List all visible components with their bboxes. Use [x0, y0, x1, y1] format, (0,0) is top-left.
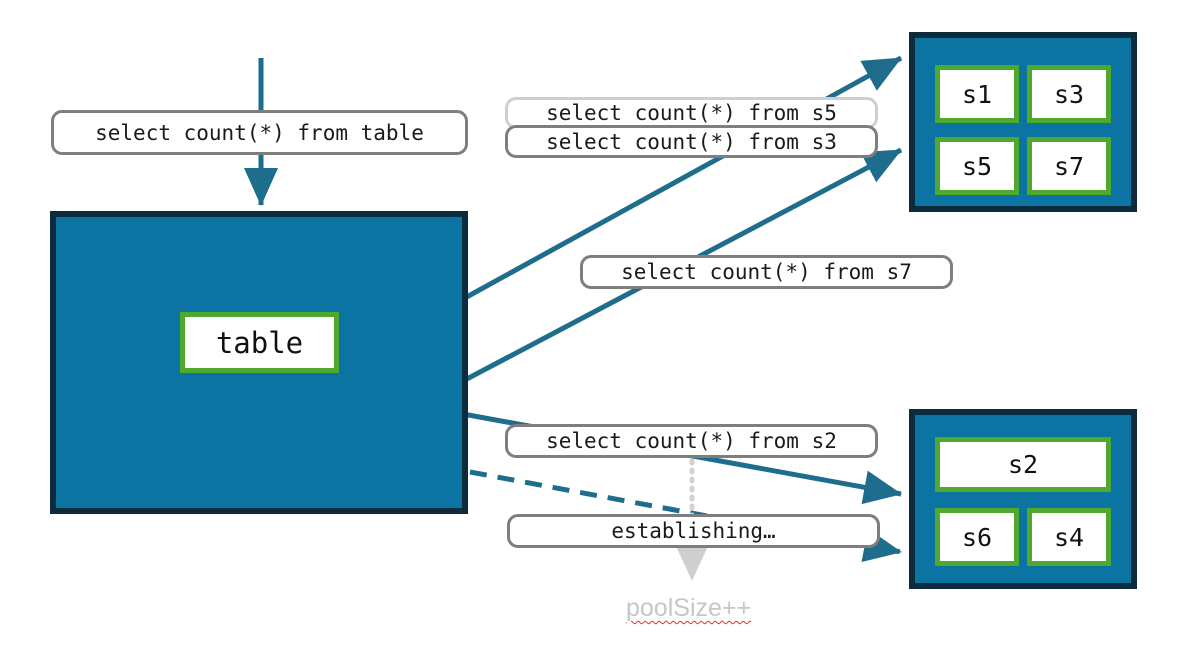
table-node[interactable]: table — [180, 312, 339, 373]
label-query-s3[interactable]: select count(*) from s3 — [505, 125, 878, 158]
shard-s4[interactable]: s4 — [1027, 508, 1111, 566]
shard-s3[interactable]: s3 — [1027, 65, 1111, 123]
label-query-s7[interactable]: select count(*) from s7 — [580, 255, 953, 289]
label-query-s2[interactable]: select count(*) from s2 — [505, 424, 878, 458]
shard-s5[interactable]: s5 — [935, 137, 1019, 195]
shard-s6[interactable]: s6 — [935, 508, 1019, 566]
label-establishing[interactable]: establishing… — [507, 514, 880, 548]
shard-s2[interactable]: s2 — [935, 437, 1111, 492]
poolsize-annotation: poolSize++ — [626, 594, 752, 622]
shard-s7[interactable]: s7 — [1027, 137, 1111, 195]
label-query-from-table[interactable]: select count(*) from table — [51, 110, 468, 155]
shard-s1[interactable]: s1 — [935, 65, 1019, 123]
